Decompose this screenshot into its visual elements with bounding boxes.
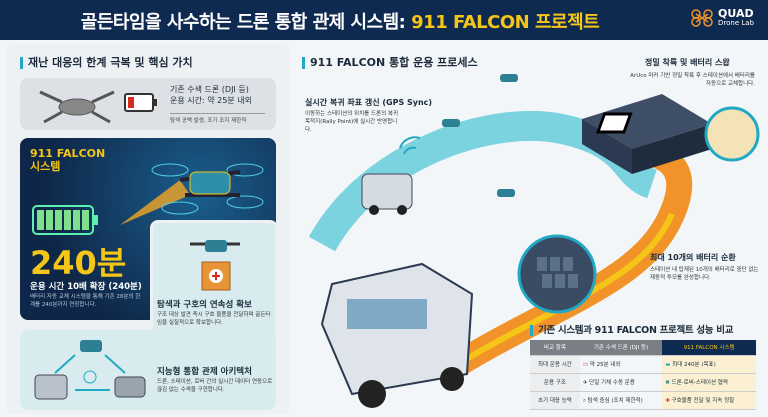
network-diagram-icon (34, 340, 146, 400)
existing-line2: 운용 시간: 약 25분 내외 (170, 96, 252, 105)
falcon-desc: 배터리 자동 교체 시스템을 통해 기존 28분의 한계를 240분까지 연장합… (30, 294, 141, 308)
row-old-text: 단일 기체 수동 운용 (589, 380, 635, 386)
falcon-title1: 911 FALCON (30, 147, 106, 160)
row-item: 초기 대응 능력 (530, 391, 580, 410)
full-battery-icon: ▬ (665, 362, 673, 368)
search-icon: ⌕ (582, 397, 588, 404)
falcon-title2: 시스템 (30, 160, 61, 173)
full-battery-icon (32, 205, 98, 235)
landing-title: 정밀 착륙 및 배터리 스왑 (645, 58, 730, 67)
battery-cycle-desc: 스테이션 내 탑재된 10개의 배터리로 중단 없는 제동적 투모를 완성합니다… (650, 267, 759, 281)
gps-desc: 이동하는 스테이션의 위치를 드론의 복귀 목적지(Rally Point)에 … (305, 111, 399, 133)
drone-icon: ✈ (582, 380, 590, 386)
station-vehicle (582, 94, 712, 174)
rover-vehicle-icon (320, 262, 474, 408)
architecture-desc: 드론, 스테이션, 로버 간의 실시간 데이터 연동으로 끊김 없는 수색을 구… (157, 379, 273, 393)
existing-line1: 기존 수색 드론 (DJI 등) (170, 85, 249, 94)
page-title: 골든타임을 사수하는 드론 통합 관제 시스템: 911 FALCON 프로젝트 (0, 8, 680, 34)
row-new: ✚ 구호물품 전달 및 지속 정찰 (662, 391, 756, 410)
row-new-text: 드론-로버-스테이션 협력 (671, 380, 728, 386)
battery-swap-robot-icon (704, 106, 760, 162)
logo-line1: QUAD (718, 7, 754, 20)
falcon-big-value: 240분 (30, 244, 127, 282)
aruco-marker-icon (595, 112, 633, 134)
architecture-title: 지능형 통합 관제 아키텍처 (157, 367, 252, 377)
compare-title: 기존 시스템과 911 FALCON 프로젝트 성능 비교 (530, 325, 733, 336)
left-section-title: 재난 대응의 한계 극복 및 핵심 가치 (20, 57, 193, 69)
van-small-icon (361, 173, 413, 215)
logo-line2: Drone Lab (718, 19, 754, 27)
gps-title: 실시간 복귀 좌표 갱신 (GPS Sync) (305, 98, 433, 107)
drone-icon (39, 90, 115, 124)
delivery-drone-icon (190, 240, 240, 291)
row-new-text: 최대 240분 (목표) (672, 362, 716, 368)
col-old: 기존 수색 드론 (DJI 등) (579, 340, 663, 356)
col-new: 911 FALCON 시스템 (662, 340, 756, 356)
title-main: 골든타임을 사수하는 드론 통합 관제 시스템: (80, 12, 412, 33)
existing-drone-spec: 기존 수색 드론 (DJI 등) 운용 시간: 약 25분 내외 (170, 84, 252, 106)
title-highlight: 911 FALCON 프로젝트 (411, 12, 600, 33)
first-aid-icon: ✚ (665, 398, 672, 404)
row-old: ⌕ 탐색 중심 (조치 제한적) (579, 391, 663, 410)
battery-cycle-title: 최대 10개의 배터리 순환 (650, 253, 736, 262)
right-section-title: 911 FALCON 통합 운용 프로세스 (302, 57, 478, 69)
row-old-text: 탐색 중심 (조치 제한적) (587, 397, 643, 404)
row-old: ✈ 단일 기체 수동 운용 (579, 373, 663, 392)
table-row: 초기 대응 능력⌕ 탐색 중심 (조치 제한적)✚ 구호물품 전달 및 지속 정… (530, 391, 756, 410)
header: 골든타임을 사수하는 드론 통합 관제 시스템: 911 FALCON 프로젝트… (0, 0, 768, 40)
aid-title: 탐색과 구호의 연속성 확보 (157, 300, 252, 310)
row-old: ▭ 약 25분 내외 (579, 355, 663, 374)
table-row: 최대 운용 시간▭ 약 25분 내외▬ 최대 240분 (목표) (530, 355, 756, 374)
col-item: 비교 항목 (530, 340, 580, 356)
existing-note: 탐색 공백 발생, 조기 조지 제한적 (170, 113, 265, 124)
row-new: ✖ 드론-로버-스테이션 협력 (662, 373, 756, 392)
table-row: 운용 구조✈ 단일 기체 수동 운용✖ 드론-로버-스테이션 협력 (530, 373, 756, 392)
wifi-icon (399, 136, 421, 155)
falcon-drone-icon (120, 163, 264, 225)
low-battery-icon: ▭ (582, 362, 590, 368)
row-new-text: 구호물품 전달 및 지속 정찰 (671, 398, 735, 404)
flying-drones (442, 74, 518, 197)
landing-desc: ArUco 마커 기반 정밀 착륙 후 스테이션에서 배터리를 자동으로 교체합… (630, 73, 755, 87)
row-new: ▬ 최대 240분 (목표) (662, 355, 756, 374)
row-item: 최대 운용 시간 (530, 355, 580, 374)
aid-desc: 구조 대상 발견 즉시 구호 물품을 전달하며 골든타임을 실질적으로 확보합니… (157, 312, 271, 326)
quadcopter-icon: ✖ (665, 380, 672, 386)
falcon-subtitle: 운용 시간 10배 확장 (240분) (30, 282, 142, 292)
low-battery-icon (124, 93, 157, 112)
process-illustration (308, 74, 760, 408)
row-item: 운용 구조 (530, 373, 580, 392)
drone-logo-icon (691, 9, 713, 27)
row-old-text: 약 25분 내외 (589, 362, 621, 368)
